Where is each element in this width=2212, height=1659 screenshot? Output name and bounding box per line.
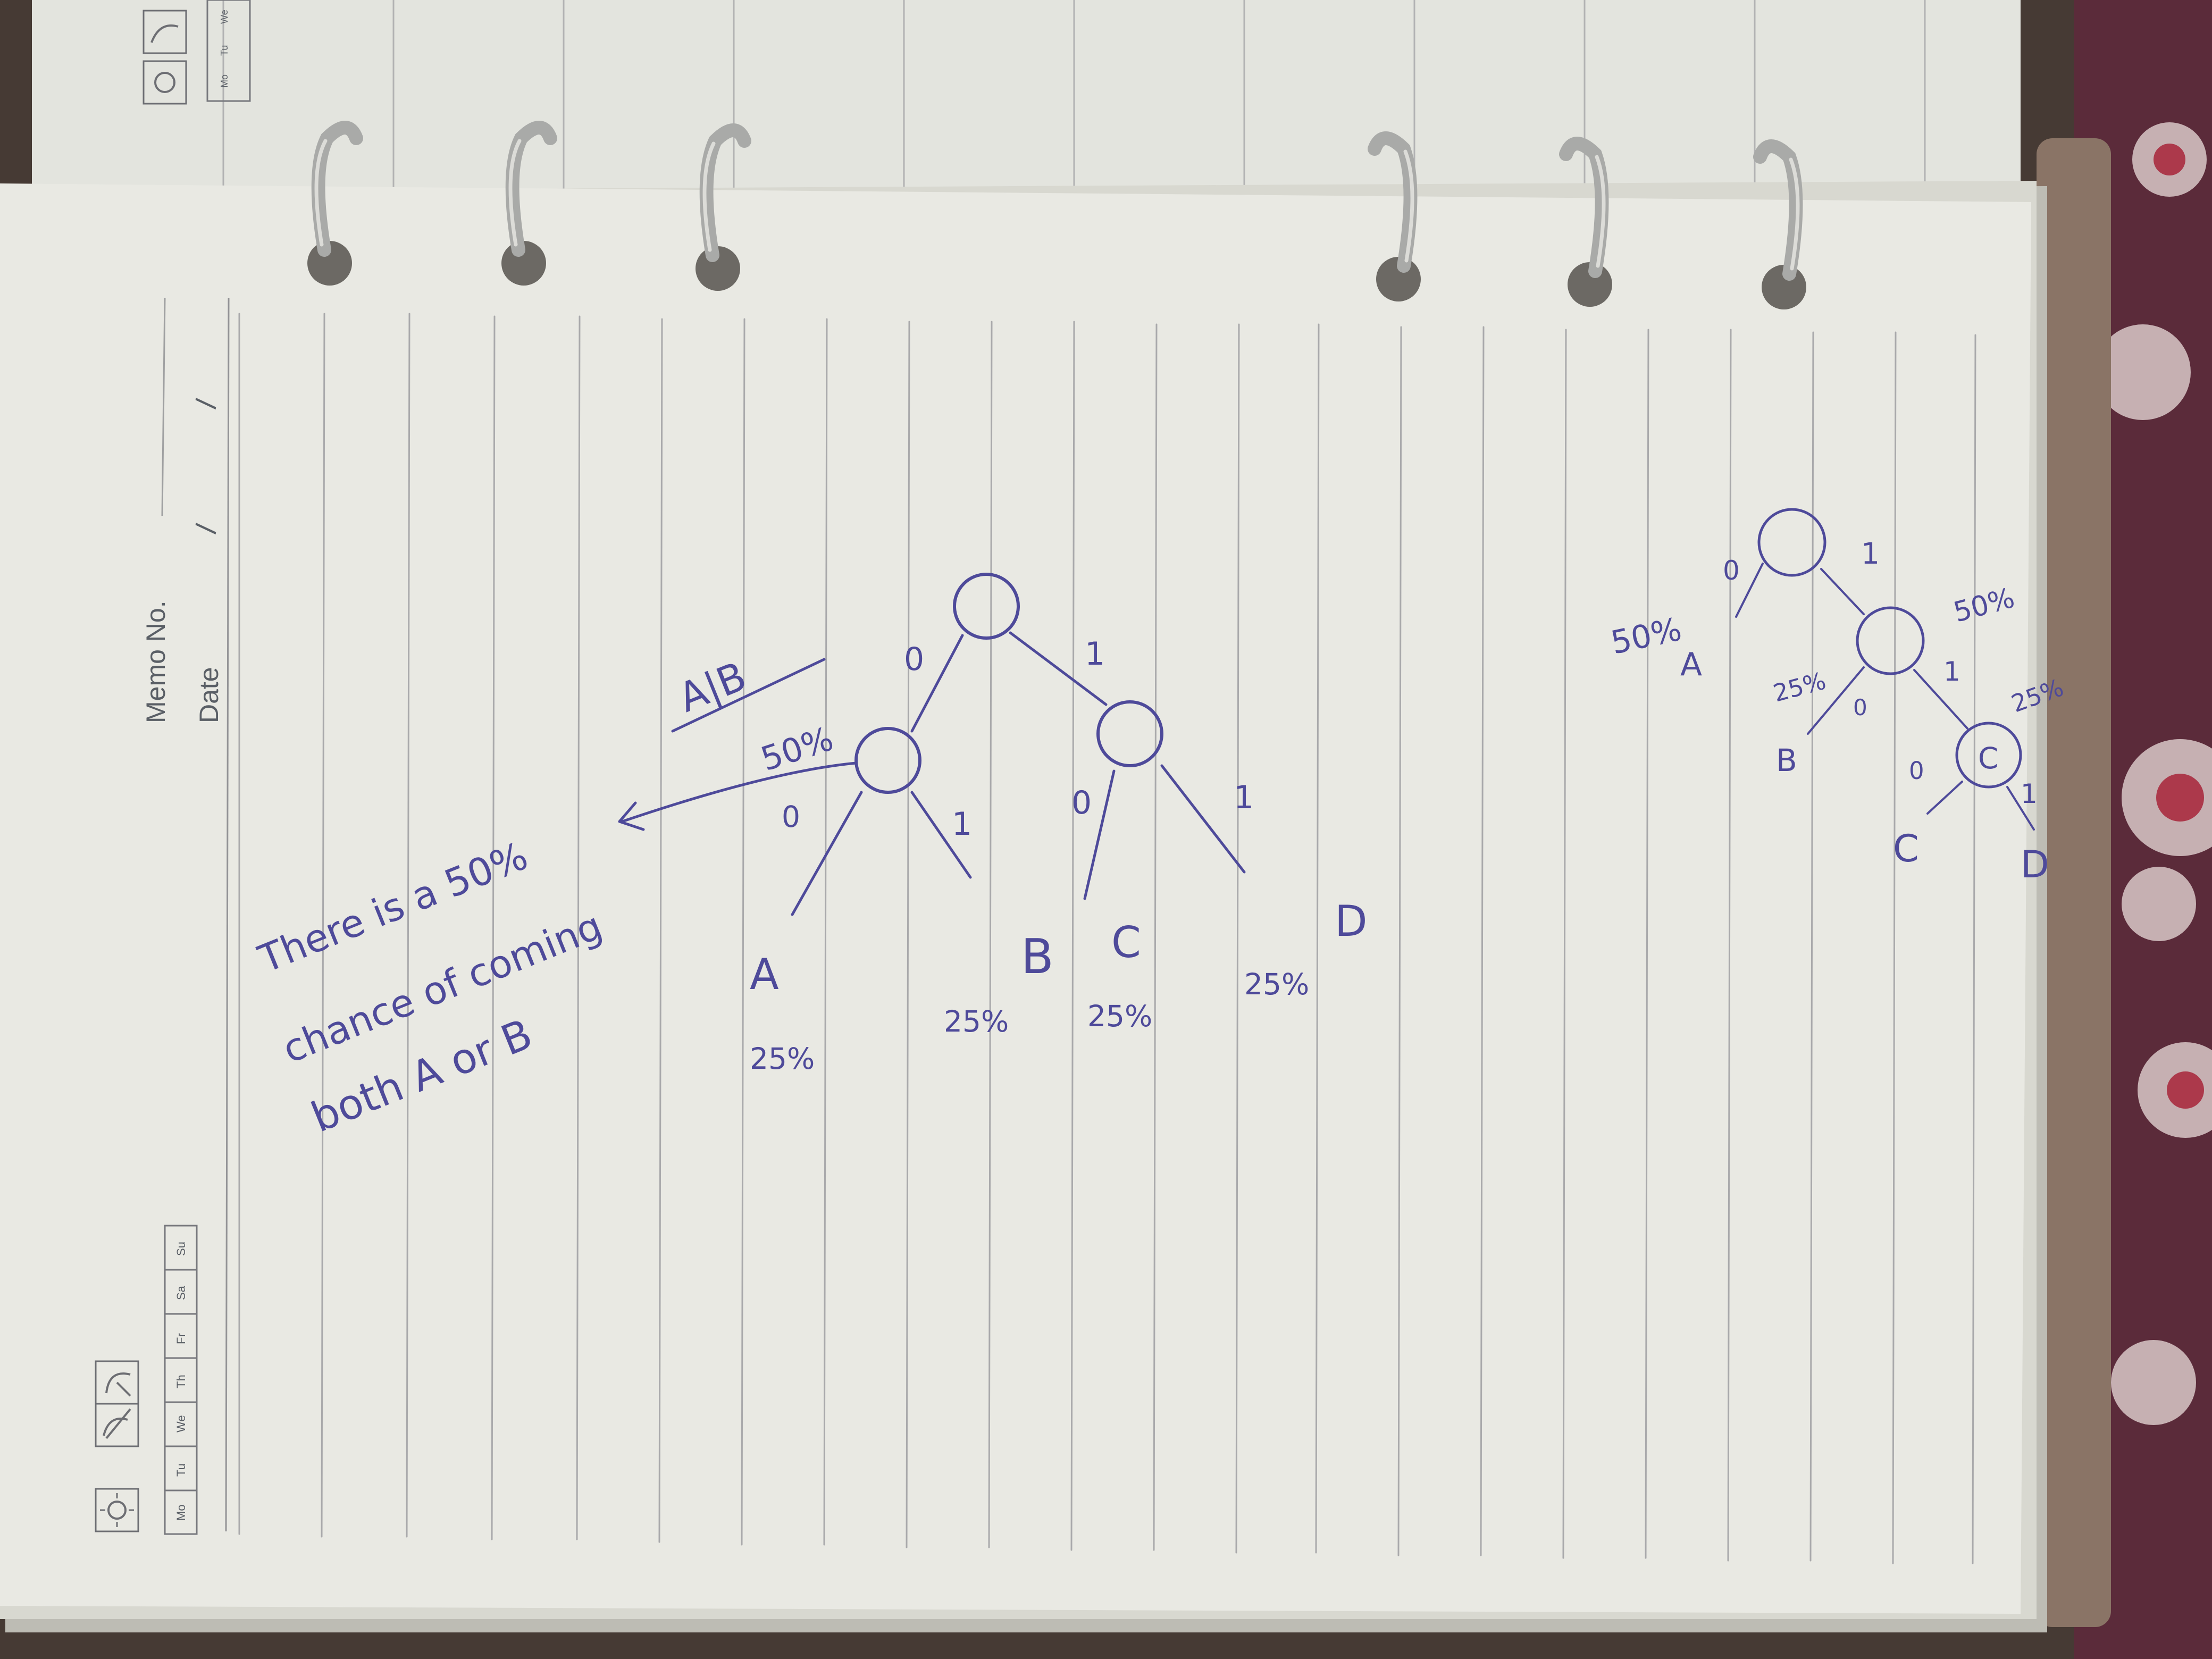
- leaf-b-pct: 25%: [944, 1004, 1009, 1038]
- header-margin-line: [225, 297, 230, 1532]
- top-weekday-tu: Tu: [219, 45, 230, 56]
- tree-right-node: [1096, 700, 1163, 767]
- edge-right-c: [1083, 769, 1116, 900]
- side-label-low-1: 1: [2021, 778, 2038, 809]
- side-edge-mid-low: [1913, 669, 1968, 730]
- side-leaf-c-label: C: [1893, 827, 1919, 870]
- edge-root-left: [910, 634, 964, 733]
- tree-left-node: [854, 727, 921, 794]
- edge-right-d: [1160, 764, 1246, 874]
- weekday-sa: Sa: [174, 1285, 188, 1300]
- leaf-a-pct: 25%: [750, 1042, 815, 1076]
- top-cloud-icon: [143, 10, 187, 54]
- weekday-we: We: [174, 1415, 188, 1432]
- side-edge-root-mid: [1820, 568, 1865, 615]
- back-page: [32, 0, 2021, 202]
- side-leaf-b-label: B: [1776, 742, 1797, 778]
- weekday-su: Su: [174, 1242, 188, 1256]
- side-mid-node: [1856, 606, 1925, 675]
- date-label: Date: [194, 667, 224, 723]
- side-edge-low-d: [2006, 786, 2035, 831]
- edge-label-left-1: 1: [952, 806, 972, 843]
- weekday-strip: Mo Tu We Th Fr Sa Su: [164, 1225, 198, 1535]
- side-low-node: [1955, 722, 2022, 789]
- side-label-low-0: 0: [1909, 757, 1924, 785]
- edge-label-right-0: 0: [1071, 784, 1092, 822]
- umbrella-icon: [95, 1360, 139, 1405]
- ruled-lines: [238, 313, 1976, 1564]
- side-edge-mid-b: [1807, 666, 1865, 735]
- main-page: [0, 183, 2031, 1614]
- edge-root-right: [1009, 631, 1108, 706]
- side-label-root-0: 0: [1723, 555, 1740, 586]
- edge-label-left-0: 0: [782, 800, 800, 834]
- top-page-weekday-strip: Mo Tu We: [143, 0, 251, 105]
- side-low-node-c: C: [1978, 741, 1998, 775]
- side-edge-root-a: [1735, 563, 1764, 618]
- memo-no-label: Memo No.: [141, 600, 171, 723]
- leaf-b-label: B: [1021, 929, 1054, 985]
- edge-left-b: [910, 791, 972, 879]
- weekday-fr: Fr: [174, 1333, 188, 1344]
- leaf-a-label: A: [750, 950, 779, 999]
- side-label-mid-0: 0: [1853, 694, 1867, 720]
- weekday-mo: Mo: [174, 1504, 188, 1521]
- tree-root-node: [953, 573, 1020, 640]
- weekday-th: Th: [174, 1375, 188, 1388]
- side-label-mid-1: 1: [1943, 656, 1960, 687]
- side-root-node: [1757, 508, 1826, 577]
- side-label-root-1: 1: [1861, 537, 1880, 571]
- group-label-underline: [671, 658, 826, 733]
- leaf-d-label: D: [1335, 896, 1368, 946]
- binder-rings: [307, 121, 1806, 309]
- leaf-d-pct: 25%: [1244, 967, 1309, 1001]
- top-weekday-we: We: [219, 10, 230, 24]
- edge-left-a: [791, 791, 863, 916]
- note-arrow: [618, 761, 858, 831]
- edge-label-root-0: 0: [904, 641, 924, 678]
- side-leaf-a-label: A: [1680, 646, 1702, 683]
- leaf-c-label: C: [1111, 918, 1141, 967]
- edge-label-root-1: 1: [1085, 635, 1105, 673]
- sun-icon: [95, 1488, 139, 1532]
- edge-label-right-1: 1: [1234, 779, 1254, 816]
- side-leaf-d-label: D: [2021, 843, 2049, 886]
- side-edge-low-c: [1926, 781, 1963, 815]
- top-weekday-mo: Mo: [219, 74, 230, 88]
- leaf-c-pct: 25%: [1087, 999, 1152, 1033]
- weekday-tu: Tu: [174, 1463, 188, 1477]
- binder-cover: [2037, 138, 2111, 1627]
- top-sun-icon: [143, 60, 187, 105]
